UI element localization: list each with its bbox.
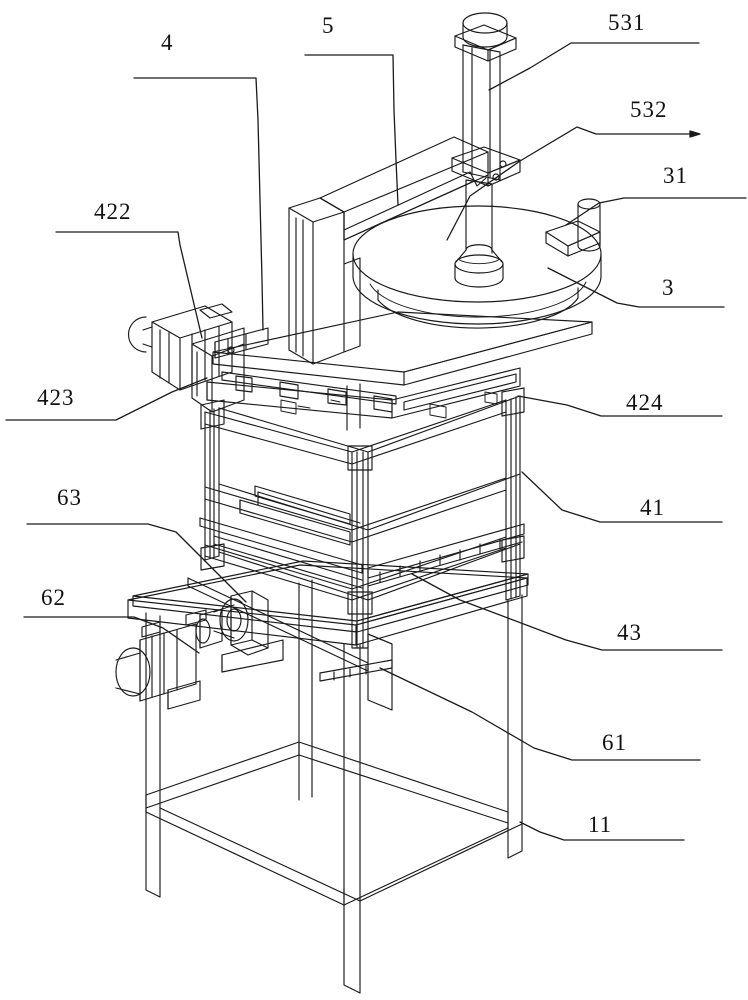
cage-frame: [200, 383, 525, 649]
pneumatic-cylinder: [451, 12, 521, 288]
callout-423: 423: [37, 385, 75, 410]
leader-lines: [5, 42, 747, 841]
gantry: [288, 136, 489, 365]
callout-63: 63: [57, 485, 82, 510]
callout-5: 5: [322, 13, 335, 38]
stepper-motor-assembly: [127, 303, 269, 413]
table-stand: [127, 564, 528, 994]
upper-plate-and-rails: [199, 311, 593, 589]
callout-532: 532: [630, 97, 668, 122]
callout-61: 61: [602, 730, 627, 755]
callout-531: 531: [608, 10, 646, 35]
lower-drive-assembly: [115, 560, 529, 710]
callout-62: 62: [41, 585, 66, 610]
callout-11: 11: [588, 812, 613, 837]
callout-424: 424: [626, 390, 664, 415]
callout-31: 31: [663, 163, 688, 188]
detail-marks: [280, 391, 498, 419]
callout-41: 41: [640, 495, 665, 520]
callout-43: 43: [617, 620, 642, 645]
turntable-disc: [352, 198, 602, 329]
callout-422: 422: [94, 199, 132, 224]
callout-3: 3: [662, 275, 675, 300]
callout-4: 4: [161, 30, 174, 55]
